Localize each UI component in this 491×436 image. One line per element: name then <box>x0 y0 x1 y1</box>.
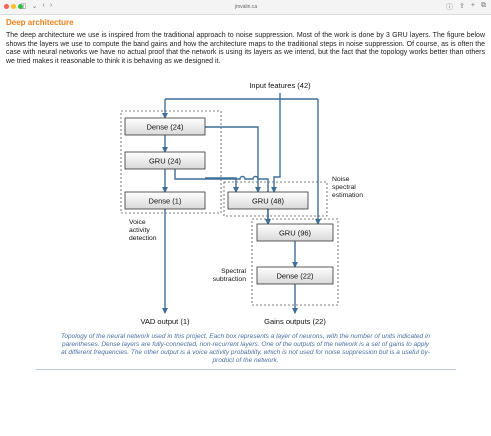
vad-annotation-line-3: detection <box>129 235 157 242</box>
minimize-window-button[interactable] <box>11 4 16 9</box>
vad-group-outline <box>120 110 222 214</box>
gru-48-layer: GRU (48) <box>227 191 309 210</box>
noise-group-outline <box>223 181 328 217</box>
vad-annotation-line-1: Voice <box>129 219 146 226</box>
close-window-button[interactable] <box>4 4 9 9</box>
noise-annotation-line-3: estimation <box>332 192 363 199</box>
dense-24-layer: Dense (24) <box>124 117 206 136</box>
address-bar[interactable]: jmvalin.ca <box>234 4 258 10</box>
back-icon[interactable]: ‹ <box>42 2 45 9</box>
architecture-diagram: Dense (24) GRU (24) Dense (1) GRU (48) G… <box>120 81 363 326</box>
connection-lines <box>162 92 321 314</box>
article-content: Deep architecture The deep architecture … <box>0 18 491 370</box>
section-title: Deep architecture <box>6 18 74 27</box>
dense-1-label: Dense (1) <box>149 196 182 205</box>
vad-output-label: VAD output (1) <box>140 317 190 326</box>
dense-1-layer: Dense (1) <box>124 191 206 210</box>
new-tab-icon[interactable]: + <box>470 2 475 9</box>
gru-96-label: GRU (96) <box>279 228 312 237</box>
browser-toolbar: ◫ ⌄ ‹ › jmvalin.ca ⓘ ⇪ + ⧉ <box>0 0 491 15</box>
architecture-figure: Dense (24) GRU (24) Dense (1) GRU (48) G… <box>0 67 491 327</box>
article-paragraph: The deep architecture we use is inspired… <box>6 32 485 66</box>
sidebar-icon[interactable]: ◫ <box>20 3 27 10</box>
spectral-annotation-line-1: Spectral <box>221 268 246 275</box>
input-features-label: Input features (42) <box>249 81 311 90</box>
browser-action-icons: ⓘ ⇪ + ⧉ <box>446 2 486 12</box>
chevron-down-icon[interactable]: ⌄ <box>31 3 38 10</box>
tabs-overview-icon[interactable]: ⧉ <box>481 2 486 9</box>
dense-22-label: Dense (22) <box>276 271 314 280</box>
maximize-window-button[interactable] <box>18 4 23 9</box>
info-icon[interactable]: ⓘ <box>446 4 454 11</box>
spectral-annotation-line-2: subtraction <box>213 276 246 283</box>
share-icon[interactable]: ⇪ <box>459 3 465 10</box>
gru-24-label: GRU (24) <box>149 156 182 165</box>
gru-24-layer: GRU (24) <box>124 151 206 170</box>
forward-icon[interactable]: › <box>49 2 53 9</box>
gru-48-label: GRU (48) <box>252 196 285 205</box>
window-controls <box>4 4 23 9</box>
browser-nav-icons: ◫ ⌄ ‹ › <box>20 2 52 10</box>
gru-96-layer: GRU (96) <box>256 223 334 242</box>
caption-divider <box>35 368 456 370</box>
noise-annotation-line-2: spectral <box>332 184 356 191</box>
gains-output-label: Gains outputs (22) <box>264 317 326 326</box>
dense-22-layer: Dense (22) <box>256 266 334 285</box>
figure-caption: Topology of the neural network used in t… <box>60 332 431 364</box>
subtraction-group-outline <box>251 218 339 306</box>
vad-annotation-line-2: activity <box>129 227 150 234</box>
noise-annotation-line-1: Noise <box>332 176 350 183</box>
dense-24-label: Dense (24) <box>146 122 184 131</box>
